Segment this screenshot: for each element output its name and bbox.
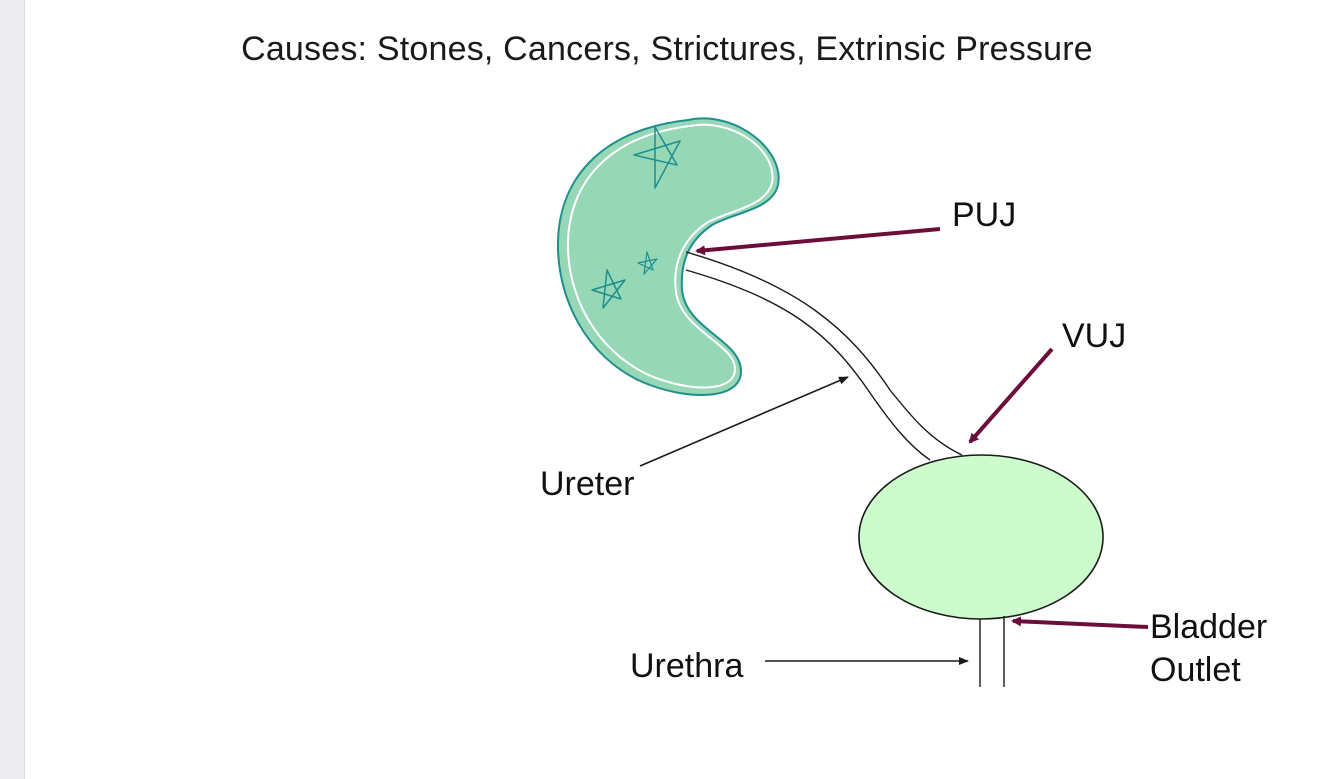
stone-star-small bbox=[637, 251, 658, 275]
vuj-arrow bbox=[968, 347, 1054, 444]
ureter-arrow bbox=[639, 376, 849, 467]
stone-star-medium bbox=[591, 269, 626, 309]
ureter-tube bbox=[685, 251, 963, 461]
urethra-tube bbox=[979, 616, 1005, 687]
slide-title: Causes: Stones, Cancers, Strictures, Ext… bbox=[241, 30, 1093, 68]
bladder-outlet-arrow bbox=[1011, 616, 1149, 629]
bladder-shape bbox=[858, 454, 1104, 620]
label-bladder-outlet-line1: Bladder bbox=[1150, 608, 1268, 646]
stone-star-large bbox=[633, 126, 681, 189]
kidney-shape bbox=[556, 117, 780, 396]
puj-arrow bbox=[695, 227, 941, 256]
label-urethra: Urethra bbox=[630, 647, 744, 685]
page-left-edge bbox=[0, 0, 25, 779]
label-vuj: VUJ bbox=[1062, 317, 1127, 355]
label-bladder-outlet-line2: Outlet bbox=[1150, 651, 1241, 689]
label-ureter: Ureter bbox=[540, 465, 635, 503]
kidney-stones bbox=[591, 126, 681, 309]
label-puj: PUJ bbox=[952, 196, 1017, 234]
